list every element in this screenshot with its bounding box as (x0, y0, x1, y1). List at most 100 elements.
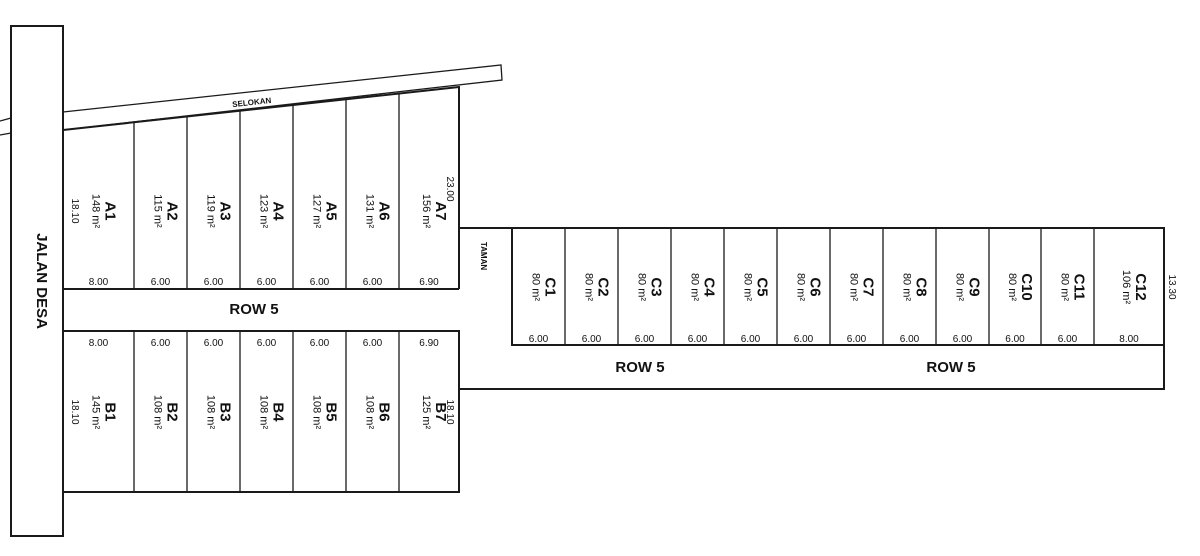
lot-name: A7 (432, 201, 449, 220)
lot-area: 125 m² (420, 395, 432, 430)
block-b-side: 18.10 (444, 399, 455, 424)
lot-name: B6 (376, 402, 393, 421)
lot-name: C9 (966, 277, 983, 296)
lot-area: 156 m² (420, 194, 432, 229)
lot-width: 6.00 (794, 334, 814, 345)
lot-area: 108 m² (205, 395, 217, 430)
lot-area: 80 m² (742, 273, 754, 301)
lot-width: 6.00 (847, 334, 867, 345)
lot-name: B7 (432, 402, 449, 421)
lot-width: 6.00 (151, 338, 171, 349)
row-label-west: ROW 5 (229, 301, 278, 318)
lot-name: A3 (217, 201, 234, 220)
lot-area: 108 m² (364, 395, 376, 430)
lot-area: 80 m² (583, 273, 595, 301)
lot-width: 6.00 (363, 277, 383, 288)
lot-width: 8.00 (89, 338, 109, 349)
lot-area: 148 m² (90, 194, 102, 229)
block-a-side: 23.00 (444, 176, 455, 201)
lot-name: A4 (270, 201, 287, 221)
lot-area: 123 m² (258, 194, 270, 229)
row-label-center: ROW 5 (615, 359, 664, 376)
road-label: JALAN DESA (33, 233, 50, 329)
lot-name: B1 (102, 402, 119, 421)
lot-name: C11 (1071, 274, 1088, 301)
park-label: TAMAN (479, 242, 488, 271)
lot-name: C3 (648, 277, 665, 296)
drain-label: SELOKAN (232, 96, 272, 109)
lot-name: C1 (542, 277, 559, 296)
lot-area: 80 m² (954, 273, 966, 301)
lot-name: B2 (164, 402, 181, 421)
lot-name: B3 (217, 402, 234, 421)
main-road: JALAN DESA (0, 25, 64, 537)
lot-width: 6.00 (310, 338, 330, 349)
block-a-depth: 18.10 (69, 198, 80, 223)
lot-width: 6.90 (419, 338, 439, 349)
lot-width: 6.00 (1058, 334, 1078, 345)
lot-name: C10 (1018, 273, 1035, 301)
lot-area: 80 m² (901, 273, 913, 301)
lot-name: C12 (1132, 273, 1149, 301)
lot-width: 6.00 (257, 277, 277, 288)
lot-width: 6.00 (204, 277, 224, 288)
lot-width: 6.00 (900, 334, 920, 345)
lot-area: 80 m² (689, 273, 701, 301)
lot-width: 8.00 (1119, 334, 1139, 345)
block-b-depth: 18.10 (69, 399, 80, 424)
lot-name: B4 (270, 402, 287, 422)
road-edge-line (0, 117, 12, 122)
lot-width: 6.00 (953, 334, 973, 345)
lot-name: A6 (376, 201, 393, 220)
lot-width: 6.00 (257, 338, 277, 349)
lot-area: 108 m² (258, 395, 270, 430)
lot-width: 6.00 (741, 334, 761, 345)
lot-name: C7 (860, 277, 877, 296)
drain-channel: SELOKAN (62, 64, 503, 131)
lot-area: 80 m² (795, 273, 807, 301)
lot-area: 145 m² (90, 395, 102, 430)
drain-outline (62, 64, 503, 131)
lot-width: 8.00 (89, 277, 109, 288)
lot-area: 127 m² (311, 194, 323, 229)
lot-width: 6.00 (310, 277, 330, 288)
lot-width: 6.00 (635, 334, 655, 345)
lot-name: C6 (807, 277, 824, 296)
block-b-outline (63, 330, 460, 493)
lot-width: 6.90 (419, 277, 439, 288)
road-outline (10, 25, 64, 537)
block-c-side: 13.30 (1166, 274, 1177, 299)
lot-area: 106 m² (1120, 270, 1132, 305)
lot-area: 80 m² (1059, 273, 1071, 301)
lot-name: A1 (102, 201, 119, 220)
